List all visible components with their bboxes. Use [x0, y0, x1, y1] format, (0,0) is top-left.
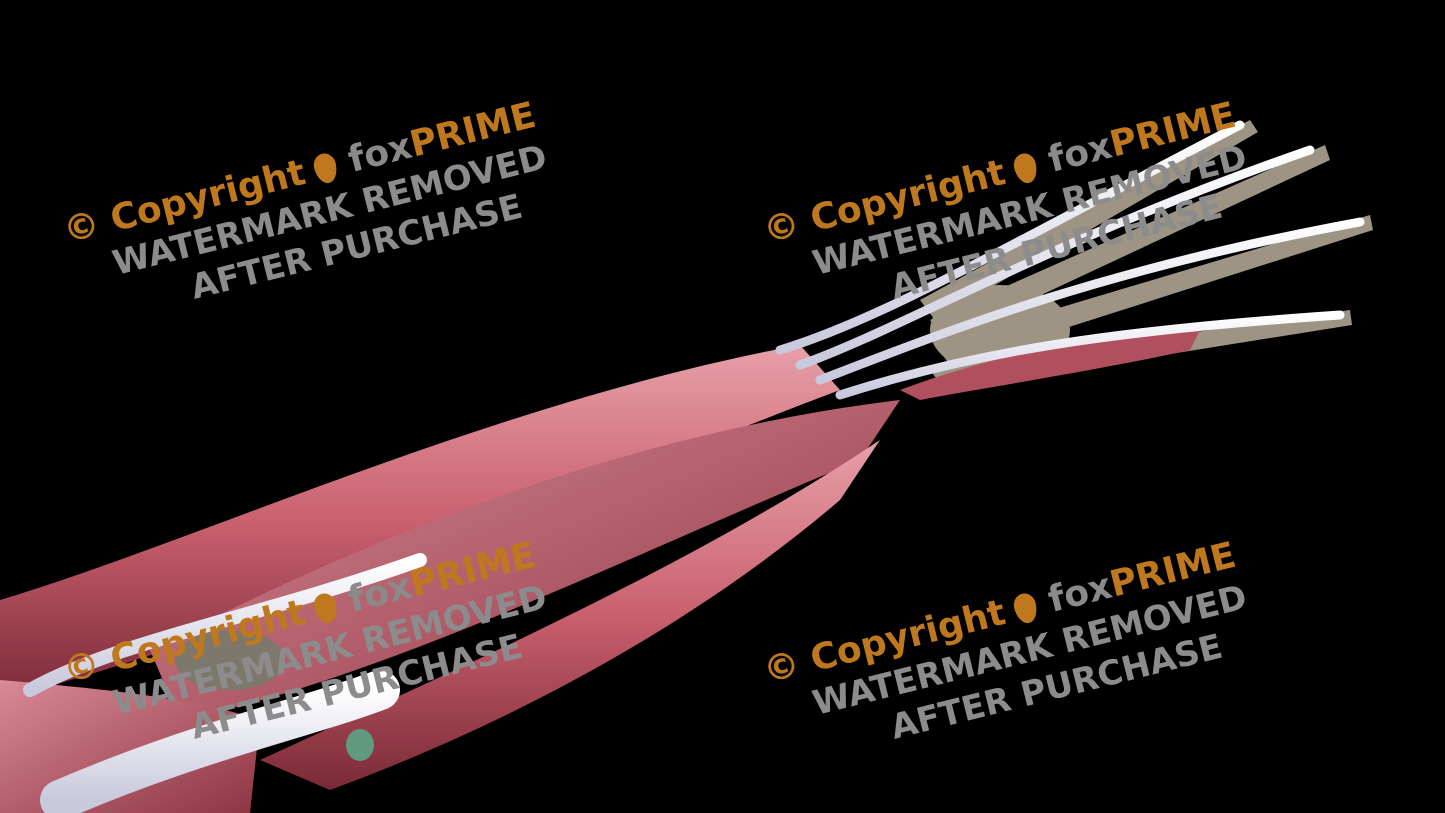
fox-logo-icon: [310, 151, 340, 186]
fox-logo-icon: [310, 591, 340, 626]
nodule: [346, 729, 374, 761]
fox-logo-icon: [1010, 591, 1040, 626]
elbow-bone: [175, 630, 285, 690]
muscles: [0, 330, 1200, 813]
fox-logo-icon: [1010, 151, 1040, 186]
tendons: [23, 120, 1365, 813]
